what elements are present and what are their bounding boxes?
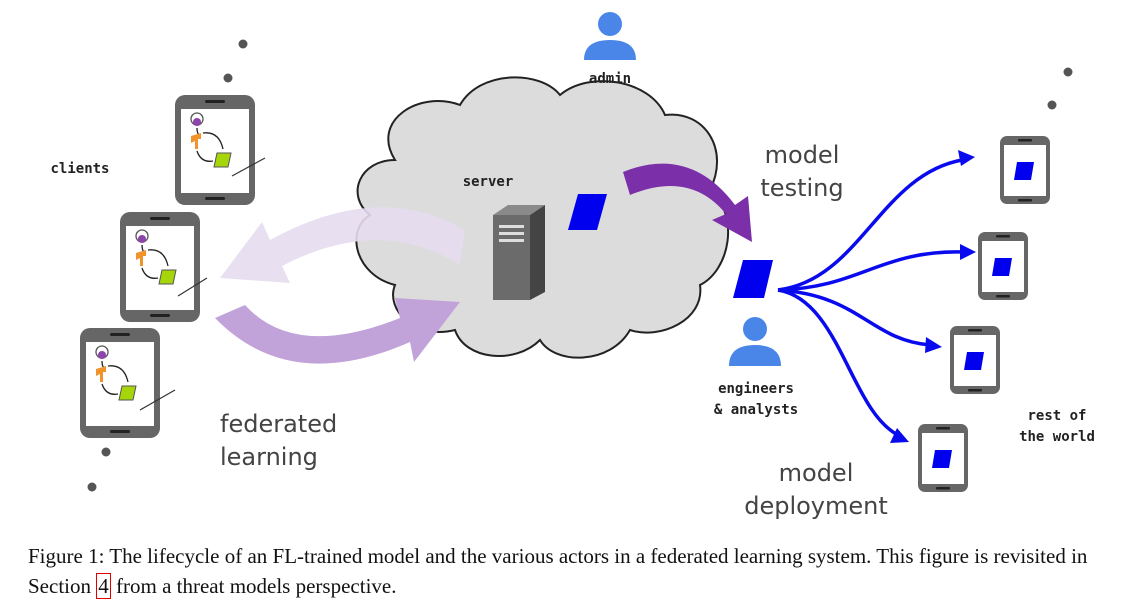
model-testing-arrow [623, 163, 752, 242]
deploy-arrowhead-3 [925, 337, 942, 353]
admin-person-icon [584, 12, 636, 60]
client-dot-2 [223, 73, 233, 83]
world-phone-2 [978, 232, 1028, 300]
tested-model-icon [733, 260, 773, 298]
engineers-person-icon [729, 317, 781, 366]
model-deployment-label-1: model [779, 459, 854, 487]
figure-caption: Figure 1: The lifecycle of an FL-trained… [28, 541, 1118, 601]
model-testing-label-1: model [765, 141, 840, 169]
world-phone-3 [950, 326, 1000, 394]
caption-text-after: from a threat models perspective. [110, 574, 397, 598]
world-phone-1 [1000, 136, 1050, 204]
world-dot-1 [1063, 67, 1073, 77]
clients-label: clients [50, 161, 109, 177]
deploy-arrowhead-4 [890, 428, 909, 443]
client-phone-1 [174, 94, 256, 206]
client-phone-3 [79, 327, 161, 439]
deploy-arrowhead-2 [960, 244, 976, 260]
federated-learning-label-1: federated [220, 410, 337, 438]
world-dot-2 [1047, 100, 1057, 110]
federated-learning-label-2: learning [220, 443, 318, 471]
server-icon [493, 205, 545, 300]
admin-label: admin [589, 71, 631, 87]
client-dot-3 [101, 447, 111, 457]
engineers-label-1: engineers [718, 381, 794, 397]
client-dot-4 [87, 482, 97, 492]
world-phone-4 [918, 424, 968, 492]
server-label: server [463, 174, 514, 190]
fl-lifecycle-diagram: admin model testing engineers & analysts… [50, 12, 1095, 520]
engineers-label-2: & analysts [714, 402, 798, 418]
section-reference-link[interactable]: 4 [96, 573, 111, 599]
model-testing-label-2: testing [760, 174, 843, 202]
model-deployment-label-2: deployment [744, 492, 888, 520]
client-dot-1 [238, 39, 248, 49]
deploy-arrowhead-1 [958, 150, 975, 166]
fl-upload-arrow [220, 207, 465, 283]
rest-of-world-label-1: rest of [1027, 408, 1086, 424]
rest-of-world-label-2: the world [1019, 429, 1095, 445]
deployment-arrows [777, 158, 964, 437]
fl-download-arrow [215, 298, 460, 364]
client-phone-2 [119, 211, 201, 323]
model-icon [568, 194, 607, 230]
caption-text-before: Figure 1: The lifecycle of an FL-trained… [28, 544, 1088, 598]
